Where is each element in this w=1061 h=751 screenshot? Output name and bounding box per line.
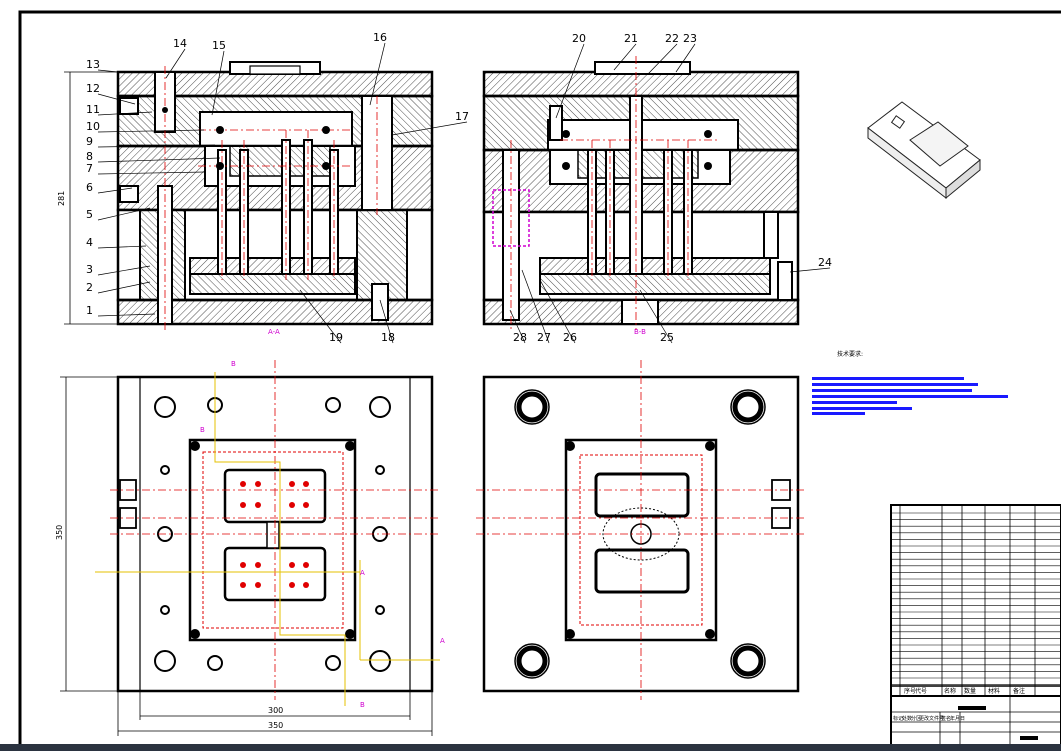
- section-mark-b-top: B: [231, 360, 236, 368]
- header-seq: 序号: [904, 687, 916, 695]
- dim-width-inner: 300: [268, 706, 283, 715]
- tb-sign: 签名: [941, 715, 951, 722]
- part-balloon-23: 23: [683, 32, 697, 45]
- section-mark-b-bottom: B: [360, 701, 365, 709]
- section-mark-b-left: B: [200, 426, 205, 434]
- section-view-b-b: [482, 56, 800, 330]
- header-material: 材料: [988, 687, 1000, 695]
- plan-view-fixed-half: [476, 360, 806, 700]
- part-balloon-8: 8: [86, 150, 93, 163]
- part-balloon-5: 5: [86, 208, 93, 221]
- product-isometric: [867, 101, 981, 200]
- notes-title: 技术要求:: [837, 350, 863, 358]
- header-code: 代号: [915, 687, 927, 695]
- part-balloon-1: 1: [86, 304, 93, 317]
- part-balloon-17: 17: [455, 110, 469, 123]
- part-balloon-28: 28: [513, 331, 527, 344]
- part-balloon-27: 27: [537, 331, 551, 344]
- part-balloon-12: 12: [86, 82, 100, 95]
- part-balloon-11: 11: [86, 103, 100, 116]
- part-balloon-14: 14: [173, 37, 187, 50]
- title-block: 序号 代号 名称 数量 材料 备注 标记 处数 分区 更改文件号 签名 年月日: [890, 504, 1061, 746]
- part-balloon-6: 6: [86, 181, 93, 194]
- part-balloon-21: 21: [624, 32, 638, 45]
- part-balloon-4: 4: [86, 236, 93, 249]
- tb-count: 处数: [902, 715, 912, 722]
- tb-change-doc: 更改文件号: [919, 715, 944, 722]
- section-view-a-a: [116, 61, 434, 330]
- tb-mark: 标记: [893, 715, 903, 722]
- technical-notes: 技术要求:: [812, 350, 1008, 415]
- drawing-border: [18, 10, 1061, 751]
- part-balloon-2: 2: [86, 281, 93, 294]
- part-balloon-19: 19: [329, 331, 343, 344]
- header-remark: 备注: [1013, 687, 1025, 695]
- part-balloon-9: 9: [86, 135, 93, 148]
- part-balloon-20: 20: [572, 32, 586, 45]
- section-label-bb: B-B: [634, 328, 646, 336]
- section-label-aa: A-A: [268, 328, 280, 336]
- part-balloon-25: 25: [660, 331, 674, 344]
- header-name: 名称: [944, 687, 956, 695]
- part-balloon-3: 3: [86, 263, 93, 276]
- plan-view-moving-half: [95, 360, 440, 706]
- taskbar: [0, 744, 1061, 751]
- dim-depth: 350: [55, 525, 64, 540]
- dimensions: [60, 71, 433, 736]
- dim-width-outer: 350: [268, 721, 283, 730]
- part-balloon-26: 26: [563, 331, 577, 344]
- dim-height: 281: [57, 191, 66, 206]
- part-balloon-18: 18: [381, 331, 395, 344]
- tb-date: 年月日: [950, 715, 965, 722]
- part-balloon-7: 7: [86, 162, 93, 175]
- part-balloon-15: 15: [212, 39, 226, 52]
- section-mark-a-right: A: [360, 569, 365, 577]
- tb-zone: 分区: [911, 715, 921, 722]
- part-balloon-10: 10: [86, 120, 100, 133]
- section-mark-a-bottom: A: [440, 637, 445, 645]
- part-balloon-13: 13: [86, 58, 100, 71]
- header-qty: 数量: [964, 687, 976, 695]
- part-balloon-24: 24: [818, 256, 832, 269]
- part-balloon-22: 22: [665, 32, 679, 45]
- part-balloon-16: 16: [373, 31, 387, 44]
